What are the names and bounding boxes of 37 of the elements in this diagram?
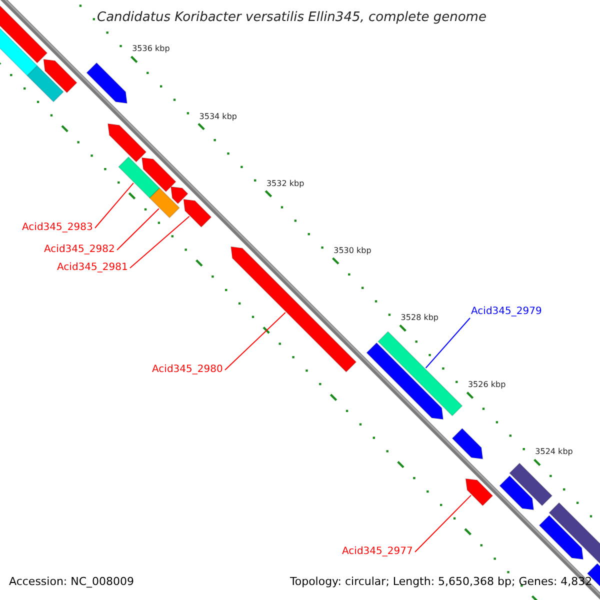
gene-feature <box>465 478 494 506</box>
gene-feature <box>183 198 212 228</box>
leader-line <box>224 312 286 370</box>
scale-label: 3524 kbp <box>535 448 573 456</box>
title: Candidatus Koribacter versatilis Ellin345, complete genome <box>97 11 486 24</box>
accession-text: Accession: NC_008009 <box>9 576 134 587</box>
scale-label: 3528 kbp <box>400 314 438 322</box>
gene-feature <box>538 514 584 560</box>
gene-feature <box>107 123 147 163</box>
gene-feature <box>118 156 160 199</box>
leader-line <box>414 494 472 552</box>
gene-feature <box>230 246 357 373</box>
gene-feature <box>170 186 188 204</box>
gene-feature <box>43 58 78 94</box>
gene-label: Acid345_2980 <box>152 365 223 375</box>
genome-info-text: Topology: circular; Length: 5,650,368 bp; Genes: 4,832 <box>290 576 592 587</box>
gene-label: Acid345_2977 <box>342 547 413 557</box>
gene-label: Acid345_2983 <box>22 223 93 233</box>
gene-label: Acid345_2979 <box>471 307 542 317</box>
gene-feature <box>86 62 128 104</box>
scale-label: 3534 kbp <box>199 112 237 121</box>
gene-feature <box>499 475 534 510</box>
scale-label: 3532 kbp <box>266 180 304 188</box>
leader-line <box>94 182 134 228</box>
gene-feature <box>366 342 444 420</box>
gene-feature <box>377 330 463 416</box>
gene-label: Acid345_2982 <box>44 245 115 255</box>
gene-feature <box>26 65 64 102</box>
gene-feature <box>141 157 176 192</box>
leader-line <box>130 216 190 268</box>
scale-label: 3530 kbp <box>334 246 372 255</box>
scale-label: 3536 kbp <box>132 45 170 54</box>
gene-label: Acid345_2981 <box>57 263 128 273</box>
gene-feature <box>508 462 553 506</box>
gene-feature <box>452 428 484 460</box>
gene-feature <box>149 187 180 218</box>
leader-line <box>116 208 160 250</box>
